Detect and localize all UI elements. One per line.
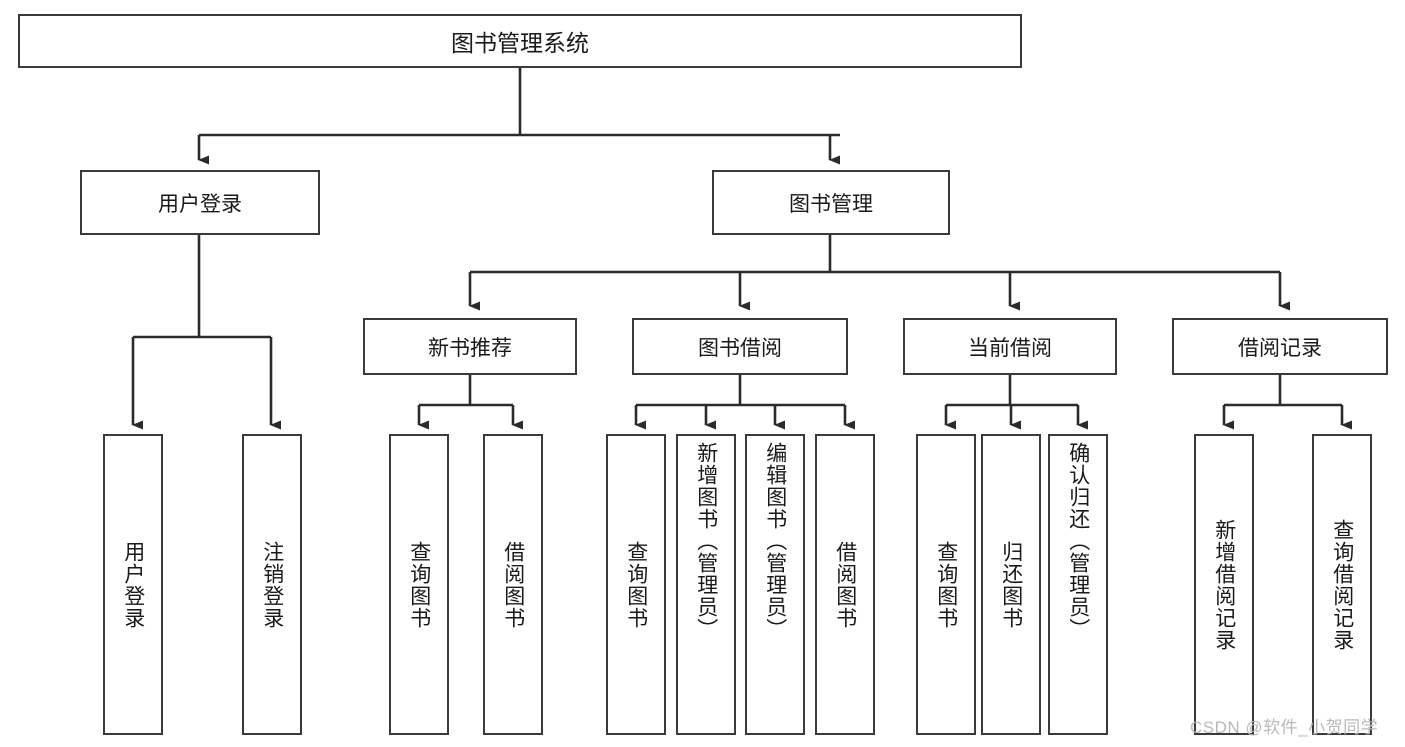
leaf-add-book[interactable]: 新增图书（管理员） [676,434,736,735]
leaf-logout-login[interactable]: 注销登录 [242,434,302,735]
leaf-borrow-book-2-label: 借阅图书 [833,540,857,629]
leaf-logout-login-label: 注销登录 [260,540,284,629]
leaf-query-book-3-label: 查询图书 [934,540,958,629]
leaf-user-login[interactable]: 用户登录 [103,434,163,735]
leaf-confirm-return[interactable]: 确认归还（管理员） [1048,434,1108,735]
leaf-borrow-book-1[interactable]: 借阅图书 [483,434,543,735]
leaf-query-book-1-label: 查询图书 [407,540,431,629]
leaf-query-book-3[interactable]: 查询图书 [916,434,976,735]
node-book-management[interactable]: 图书管理 [712,170,950,235]
leaf-query-borrow-record-label: 查询借阅记录 [1330,518,1354,651]
leaf-confirm-return-label: 确认归还（管理员） [1066,442,1090,640]
node-borrow-record-label: 借阅记录 [1238,336,1322,360]
leaf-edit-book-label: 编辑图书（管理员） [763,442,787,640]
node-root-label: 图书管理系统 [451,30,589,56]
leaf-user-login-label: 用户登录 [121,540,145,629]
node-current-borrow[interactable]: 当前借阅 [903,318,1117,375]
node-current-borrow-label: 当前借阅 [968,336,1052,360]
leaf-query-borrow-record[interactable]: 查询借阅记录 [1312,434,1372,735]
leaf-add-borrow-record-label: 新增借阅记录 [1212,518,1236,651]
node-user-login-label: 用户登录 [158,192,242,216]
node-book-borrow[interactable]: 图书借阅 [632,318,848,375]
leaf-return-book-label: 归还图书 [999,540,1023,629]
node-borrow-record[interactable]: 借阅记录 [1172,318,1388,375]
node-book-borrow-label: 图书借阅 [698,336,782,360]
node-new-book-recommend-label: 新书推荐 [428,336,512,360]
leaf-borrow-book-1-label: 借阅图书 [501,540,525,629]
leaf-borrow-book-2[interactable]: 借阅图书 [815,434,875,735]
leaf-add-book-label: 新增图书（管理员） [694,442,718,640]
leaf-query-book-2[interactable]: 查询图书 [606,434,666,735]
leaf-edit-book[interactable]: 编辑图书（管理员） [745,434,805,735]
watermark: CSDN @软件_小贺同学 [1190,718,1379,737]
leaf-return-book[interactable]: 归还图书 [981,434,1041,735]
node-new-book-recommend[interactable]: 新书推荐 [363,318,577,375]
node-root[interactable]: 图书管理系统 [18,14,1022,68]
node-book-management-label: 图书管理 [789,192,873,216]
node-user-login[interactable]: 用户登录 [80,170,320,235]
leaf-add-borrow-record[interactable]: 新增借阅记录 [1194,434,1254,735]
leaf-query-book-1[interactable]: 查询图书 [389,434,449,735]
leaf-query-book-2-label: 查询图书 [624,540,648,629]
